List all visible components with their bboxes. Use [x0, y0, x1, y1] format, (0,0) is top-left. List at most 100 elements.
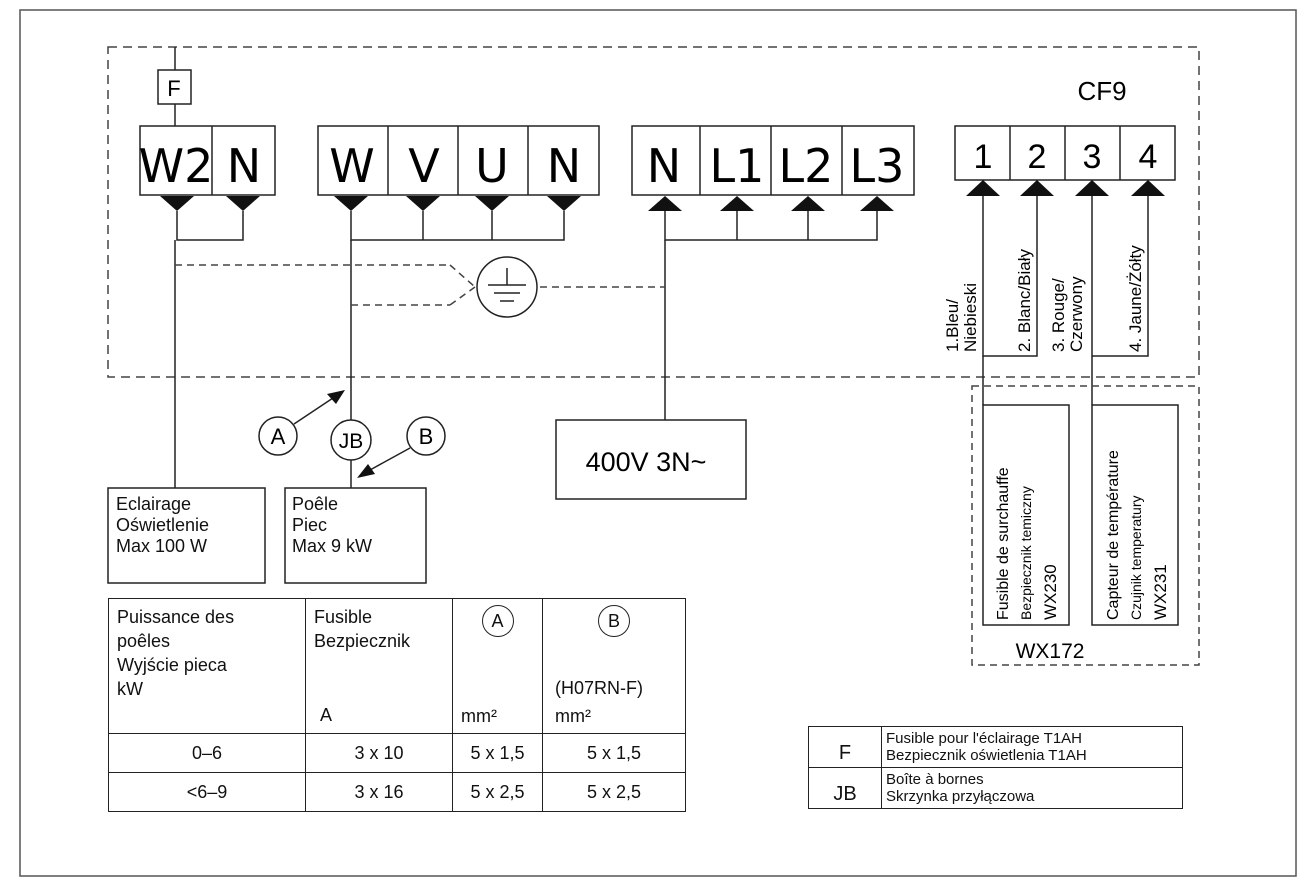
supply-label: 400V 3N~ [586, 447, 707, 477]
wires [174, 196, 1149, 488]
fuse-module-l3: WX230 [1041, 564, 1060, 620]
lighting-pl: Oświetlenie [116, 515, 210, 535]
heater-enclosure [107, 46, 1200, 378]
wire-label-2: 2. Blanc/Biały [1015, 249, 1034, 352]
terminal-4: 4 [1139, 138, 1158, 176]
arrow-head-A [327, 390, 345, 404]
wire-label-3a: 3. Rouge/ [1049, 278, 1068, 352]
cell-fuse: 3 x 16 [305, 772, 453, 812]
stove-box-text: Poêle Piec Max 9 kW [292, 494, 422, 557]
header-fuse-unit: A [320, 705, 333, 725]
lighting-box-text: Eclairage Oświetlenie Max 100 W [116, 494, 262, 557]
header-a: A mm² [452, 598, 543, 734]
lighting-box [107, 487, 266, 584]
wire-label-1a: 1.Bleu/ [943, 299, 962, 352]
wire-label-1b: Niebieski [961, 283, 980, 352]
header-power-l4: kW [117, 679, 143, 699]
arrow-head-B [357, 464, 375, 478]
legend-row: JB Boîte à bornes Skrzynka przyłączowa [808, 767, 1183, 809]
wire-label-3b: Czerwony [1067, 276, 1086, 352]
ground-icon [476, 256, 538, 318]
terminal-N: N [547, 139, 581, 193]
header-b-circle: B [598, 605, 630, 637]
header-fuse-l1: Fusible [314, 607, 373, 627]
legend-desc-l1: Fusible pour l'éclairage T1AH [886, 730, 1083, 747]
terminal-L1: L1 [710, 139, 765, 193]
wire-label-4: 4. Jaune/Żółty [1126, 245, 1145, 352]
table-row: <6–9 3 x 16 5 x 2,5 5 x 2,5 [108, 772, 686, 812]
overheat-fuse-box [982, 404, 1070, 626]
terminal-block-heater: W V U N [317, 125, 600, 196]
lighting-max: Max 100 W [116, 536, 208, 556]
legend-desc-l2: Skrzynka przyłączowa [886, 788, 1035, 805]
cell-fuse: 3 x 10 [305, 733, 453, 773]
cell-power: 0–6 [108, 733, 306, 773]
cell-a: 5 x 1,5 [452, 733, 543, 773]
legend-desc: Fusible pour l'éclairage T1AH Bezpieczni… [881, 726, 1183, 768]
terminal-block-lighting: W2 N [139, 125, 276, 196]
terminal-W2: W2 [139, 139, 214, 193]
header-fuse-l2: Bezpiecznik [314, 631, 411, 651]
outer-frame [19, 9, 1297, 877]
cell-b: 5 x 2,5 [542, 772, 686, 812]
temp-sensor-box [1091, 404, 1179, 626]
header-a-circle: A [481, 605, 514, 637]
cell-a: 5 x 2,5 [452, 772, 543, 812]
terminal-V: V [408, 139, 440, 193]
terminal-N: N [227, 139, 261, 193]
header-power-l1: Puissance des [117, 607, 235, 627]
legend-desc-l2: Bezpiecznik oświetlenia T1AH [886, 747, 1087, 764]
marker-A: A [258, 416, 298, 456]
stove-box [284, 487, 427, 584]
terminal-U: U [475, 139, 509, 193]
terminal-2: 2 [1028, 138, 1047, 176]
legend-row: F Fusible pour l'éclairage T1AH Bezpiecz… [808, 726, 1183, 768]
fuse-module-l2: Bezpiecznik temiczny [1018, 486, 1034, 620]
terminal-L2: L2 [779, 139, 834, 193]
lighting-fr: Eclairage [116, 494, 192, 514]
header-power-l3: Wyjście pieca [117, 655, 227, 675]
fuse-symbol [157, 69, 192, 105]
module-WX172 [971, 385, 1200, 666]
up-markers [648, 180, 1165, 211]
supply-box [555, 419, 747, 500]
arrows [293, 397, 411, 471]
model-label: CF9 [1077, 76, 1126, 106]
sensor-module-l2: Czujnik temperatury [1128, 496, 1144, 621]
module-name: WX172 [1016, 640, 1085, 663]
terminal-W: W [329, 139, 374, 193]
stove-fr: Poêle [292, 494, 339, 514]
legend-key: F [808, 726, 882, 768]
table-header-row: Puissance des poêles Wyjście pieca kW Fu… [108, 598, 686, 734]
marker-JB: JB [330, 419, 372, 461]
stove-max: Max 9 kW [292, 536, 373, 556]
down-markers [160, 196, 581, 211]
fuse-label: F [167, 76, 180, 101]
marker-B: B [406, 416, 446, 456]
legend-desc: Boîte à bornes Skrzynka przyłączowa [881, 767, 1183, 809]
header-b: B (H07RN-F) mm² [542, 598, 686, 734]
header-power-l2: poêles [117, 631, 171, 651]
terminal-3: 3 [1083, 138, 1102, 176]
earth-wires [175, 264, 665, 306]
header-b-unit: mm² [555, 706, 591, 726]
svg-text:A: A [271, 424, 286, 449]
header-fuse: Fusible Bezpiecznik A [305, 598, 453, 734]
legend-key: JB [808, 767, 882, 809]
terminal-L3: L3 [850, 139, 905, 193]
table-row: 0–6 3 x 10 5 x 1,5 5 x 1,5 [108, 733, 686, 773]
sensor-module-l1: Capteur de température [1105, 450, 1122, 620]
svg-text:B: B [419, 424, 434, 449]
cell-b: 5 x 1,5 [542, 733, 686, 773]
legend-table: F Fusible pour l'éclairage T1AH Bezpiecz… [808, 726, 1183, 809]
header-power: Puissance des poêles Wyjście pieca kW [108, 598, 306, 734]
sensor-module-l3: WX231 [1151, 564, 1170, 620]
svg-text:JB: JB [339, 430, 364, 453]
terminal-N: N [647, 139, 681, 193]
terminal-block-supply: N L1 L2 L3 [631, 125, 915, 196]
header-b-cable: (H07RN-F) [555, 678, 643, 698]
terminal-block-sensor: 1 2 3 4 [954, 125, 1176, 181]
cable-spec-table: Puissance des poêles Wyjście pieca kW Fu… [108, 598, 686, 812]
stove-pl: Piec [292, 515, 328, 535]
